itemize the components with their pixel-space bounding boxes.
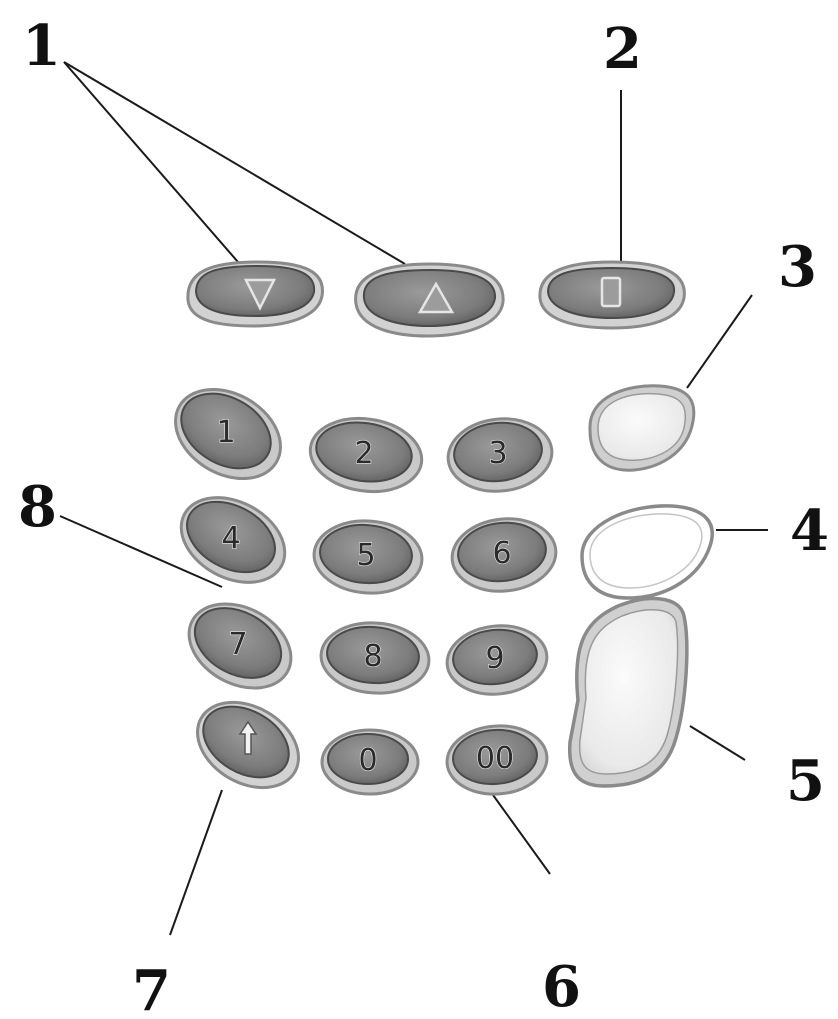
callout-4: 4 [790,498,829,564]
key-2-label: 2 [354,436,373,471]
key-00-label: 00 [476,741,514,776]
callout-1: 1 [22,13,61,79]
key-cap [453,421,543,483]
key-cap [319,523,413,585]
key-cap [452,728,538,786]
key-6-label: 6 [492,536,511,571]
arrow-up-icon [238,720,258,755]
function-key-5[interactable] [567,596,689,788]
key-cap [327,733,409,785]
key-0-label: 0 [358,743,377,778]
key-2[interactable]: 2 [306,412,427,499]
key-9[interactable]: 9 [444,621,551,699]
leader-5 [689,725,746,761]
key-cap [193,607,283,679]
leader-7 [169,789,223,936]
function-key-3[interactable] [588,384,696,472]
callout-2: 2 [603,16,642,82]
key-cap [180,392,272,470]
key-4[interactable]: 4 [167,481,300,600]
nav-key-up[interactable] [354,262,505,338]
nav-key-down[interactable] [186,260,324,328]
function-key-4[interactable] [580,504,714,600]
key-8[interactable]: 8 [319,619,432,696]
key-7-label: 7 [228,627,247,662]
callout-7: 7 [132,958,171,1019]
key-8-label: 8 [363,639,382,674]
triangle-down-icon [243,278,277,311]
key-1-label: 1 [216,415,235,450]
leader-8 [59,515,223,588]
nav-key-select[interactable] [538,260,686,330]
key-3-label: 3 [488,436,507,471]
leader-lines [59,61,768,936]
key-cap [457,521,547,583]
leader-1a [63,61,239,263]
triangle-up-icon [417,281,455,314]
rectangle-icon [600,276,622,308]
key-cap [186,500,276,574]
callout-8: 8 [18,474,57,540]
key-cap [452,628,538,686]
callout-labels: 1 2 3 4 5 6 7 8 [18,13,829,1019]
key-5[interactable]: 5 [312,517,425,596]
leader-6 [492,794,551,875]
callout-5: 5 [786,748,825,814]
shift-key[interactable] [182,685,314,805]
key-7[interactable]: 7 [174,587,305,705]
leader-1b [63,61,406,265]
key-cap [326,625,420,685]
key-cap [315,421,413,483]
callout-3: 3 [778,234,817,300]
leader-3 [686,294,753,389]
key-00[interactable]: 00 [445,723,549,798]
key-9-label: 9 [485,641,504,676]
key-0[interactable]: 0 [320,728,420,796]
key-4-label: 4 [221,521,240,556]
key-5-label: 5 [356,538,375,573]
key-3[interactable]: 3 [445,414,556,496]
key-6[interactable]: 6 [449,514,560,596]
callout-6: 6 [542,954,581,1019]
key-1[interactable]: 1 [160,371,297,496]
